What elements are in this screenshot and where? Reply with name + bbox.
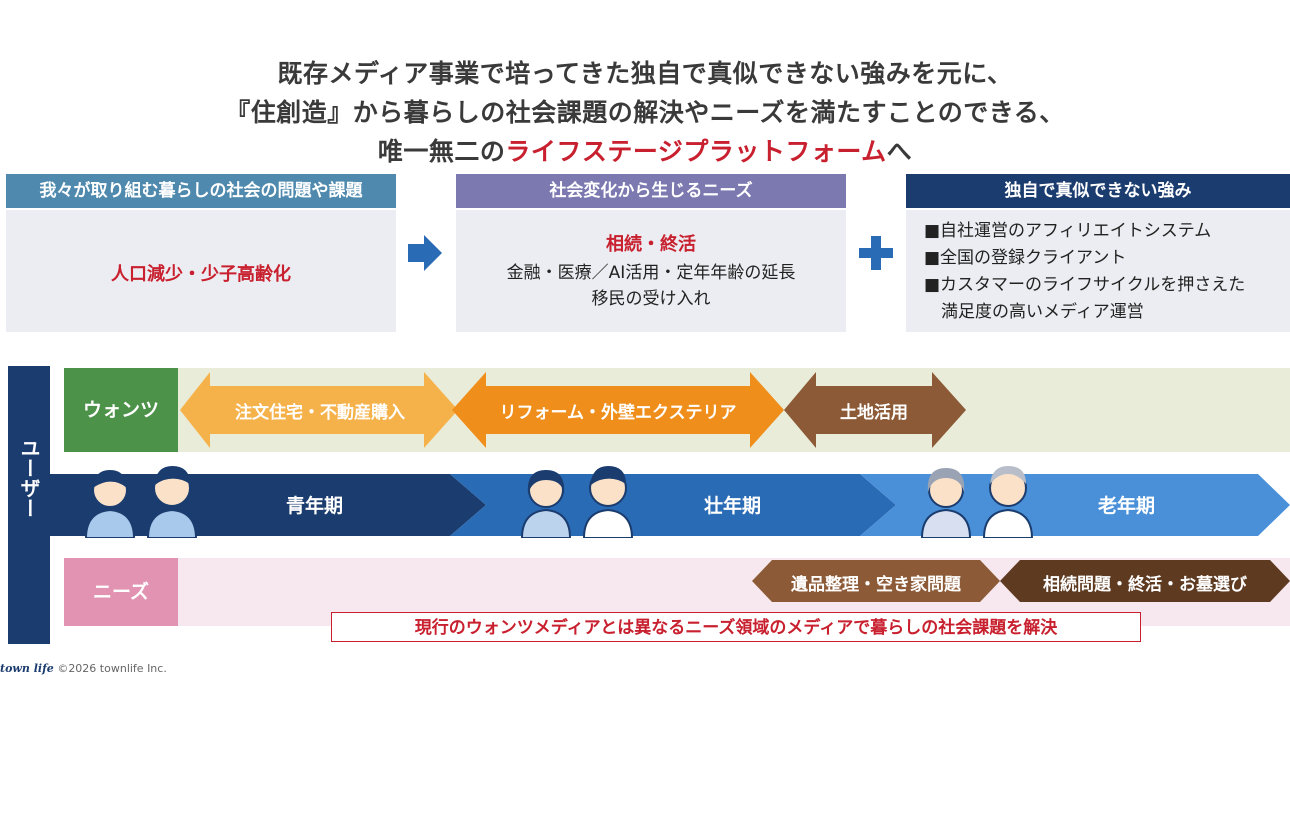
footer: town life ©2026 townlife Inc. <box>0 662 167 675</box>
needs-arrow-inheritance <box>1000 560 1290 602</box>
strength-item: ■自社運営のアフィリエイトシステム <box>924 221 1212 241</box>
wants-arrow-label: リフォーム・外壁エクステリア <box>499 403 737 423</box>
needs-line2: 金融・医療／AI活用・定年年齢の延長 <box>506 263 796 283</box>
wants-arrows <box>180 372 966 448</box>
title-highlight: ライフステージプラットフォーム <box>505 137 887 166</box>
title-line-2: 『住創造』から暮らしの社会課題の解決やニーズを満たすことのできる、 <box>225 98 1065 127</box>
user-label: ユーザー <box>8 438 50 523</box>
stage-label: 青年期 <box>286 495 344 517</box>
plus-icon <box>859 236 893 270</box>
problems-box: 人口減少・少子高齢化 <box>6 210 396 332</box>
townlife-logo: town life <box>0 662 54 675</box>
user-label-text: ユーザー <box>17 438 41 518</box>
title-line-3: 唯一無二のライフステージプラットフォームへ <box>0 132 1290 168</box>
young-people-icon <box>84 466 198 538</box>
needs-arrow-label: 相続問題・終活・お墓選び <box>1043 575 1247 595</box>
needs-header: 社会変化から生じるニーズ <box>456 174 846 208</box>
needs-label: ニーズ <box>64 558 178 626</box>
strengths-header: 独自で真似できない強み <box>906 174 1290 208</box>
wants-arrow-housing <box>180 372 458 448</box>
strengths-box: ■自社運営のアフィリエイトシステム ■全国の登録クライアント ■カスタマーのライ… <box>906 210 1290 332</box>
wants-label: ウォンツ <box>64 368 178 452</box>
senior-people-icon <box>920 466 1034 538</box>
needs-box: 相続・終活 金融・医療／AI活用・定年年齢の延長 移民の受け入れ <box>456 210 846 332</box>
arrow-right-icon <box>408 235 442 271</box>
wants-arrow-label: 土地活用 <box>840 403 908 423</box>
solution-banner: 現行のウォンツメディアとは異なるニーズ領域のメディアで暮らしの社会課題を解決 <box>331 612 1141 642</box>
needs-highlight: 相続・終活 <box>606 234 696 255</box>
needs-arrow-label: 遺品整理・空き家問題 <box>791 575 961 595</box>
title-suffix: へ <box>886 137 913 166</box>
needs-line3: 移民の受け入れ <box>591 289 711 309</box>
stage-chevron-senior <box>860 474 1290 536</box>
strength-item: 満足度の高いメディア運営 <box>924 302 1144 322</box>
strength-item: ■カスタマーのライフサイクルを押さえた <box>924 275 1246 295</box>
needs-arrow-estate <box>752 560 1000 602</box>
copyright-text: ©2026 townlife Inc. <box>57 662 167 675</box>
problems-text: 人口減少・少子高齢化 <box>111 264 291 285</box>
strengths-list: ■自社運営のアフィリエイトシステム ■全国の登録クライアント ■カスタマーのライ… <box>924 218 1245 326</box>
problems-header: 我々が取り組む暮らしの社会の問題や課題 <box>6 174 396 208</box>
stage-label: 壮年期 <box>704 495 762 517</box>
adult-people-icon <box>520 466 634 538</box>
stage-label: 老年期 <box>1098 495 1156 517</box>
strength-item: ■全国の登録クライアント <box>924 248 1127 268</box>
wants-arrow-reform <box>452 372 784 448</box>
wants-arrow-land <box>784 372 966 448</box>
needs-arrows <box>752 560 1290 602</box>
title-prefix: 唯一無二の <box>377 137 506 166</box>
user-bar <box>8 366 50 644</box>
title-line-1: 既存メディア事業で培ってきた独自で真似できない強みを元に、 <box>277 59 1013 88</box>
wants-arrow-label: 注文住宅・不動産購入 <box>235 403 405 423</box>
